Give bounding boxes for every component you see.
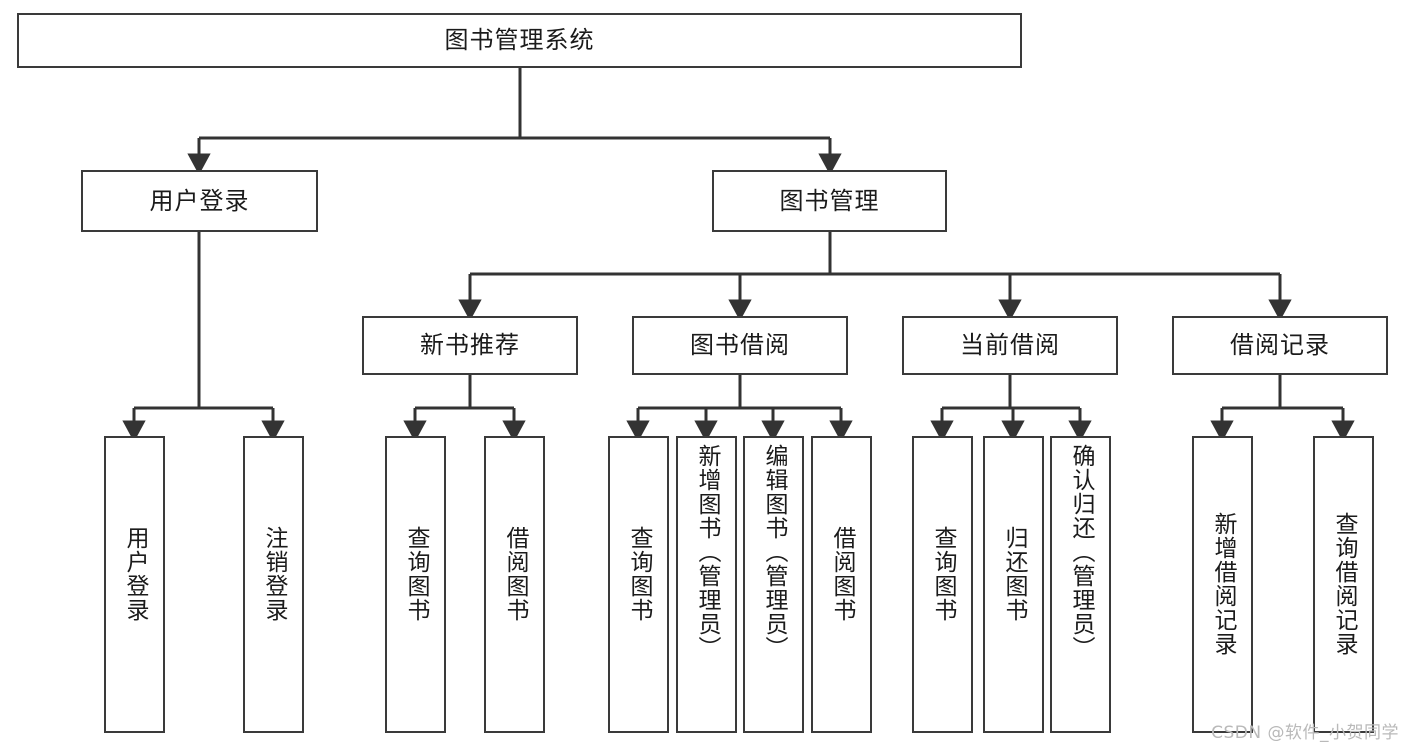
node-label-leaf-confirm-return: 确认归还（管理员） — [1067, 444, 1094, 660]
node-label-current-borrow: 当前借阅 — [960, 331, 1060, 360]
node-label-book-borrow: 图书借阅 — [690, 331, 790, 360]
node-label-new-book-recommend: 新书推荐 — [420, 331, 520, 360]
node-label-borrow-records: 借阅记录 — [1230, 331, 1330, 360]
node-leaf-edit-book[interactable]: 编辑图书（管理员） — [743, 436, 804, 733]
node-label-book-management: 图书管理 — [779, 186, 880, 215]
csdn-watermark: CSDN @软件_小贺同学 — [1211, 723, 1399, 743]
node-label-leaf-query-book-rec: 查询图书 — [402, 526, 429, 622]
node-new-book-recommend[interactable]: 新书推荐 — [362, 316, 578, 375]
node-label-root: 图书管理系统 — [444, 26, 595, 55]
node-leaf-user-login[interactable]: 用户登录 — [104, 436, 165, 733]
node-label-leaf-borrow-book-rec: 借阅图书 — [501, 526, 528, 622]
node-label-leaf-query-record: 查询借阅记录 — [1330, 512, 1357, 656]
node-label-leaf-edit-book: 编辑图书（管理员） — [760, 444, 787, 660]
node-book-management[interactable]: 图书管理 — [712, 170, 947, 232]
node-leaf-borrow-book-rec[interactable]: 借阅图书 — [484, 436, 545, 733]
node-leaf-query-book-borrow[interactable]: 查询图书 — [608, 436, 669, 733]
node-label-leaf-borrow-book: 借阅图书 — [828, 526, 855, 622]
node-label-leaf-user-login: 用户登录 — [121, 526, 148, 622]
node-leaf-query-record[interactable]: 查询借阅记录 — [1313, 436, 1374, 733]
node-label-leaf-query-book-current: 查询图书 — [929, 526, 956, 622]
node-user-login[interactable]: 用户登录 — [81, 170, 318, 232]
node-label-leaf-query-book-borrow: 查询图书 — [625, 526, 652, 622]
node-leaf-add-record[interactable]: 新增借阅记录 — [1192, 436, 1253, 733]
node-leaf-query-book-rec[interactable]: 查询图书 — [385, 436, 446, 733]
node-borrow-records[interactable]: 借阅记录 — [1172, 316, 1388, 375]
node-root[interactable]: 图书管理系统 — [17, 13, 1022, 68]
node-leaf-borrow-book[interactable]: 借阅图书 — [811, 436, 872, 733]
node-label-leaf-logout: 注销登录 — [260, 526, 287, 622]
node-leaf-return-book[interactable]: 归还图书 — [983, 436, 1044, 733]
node-label-user-login: 用户登录 — [149, 186, 250, 215]
node-leaf-add-book[interactable]: 新增图书（管理员） — [676, 436, 737, 733]
node-label-leaf-add-book: 新增图书（管理员） — [693, 444, 720, 660]
node-label-leaf-add-record: 新增借阅记录 — [1209, 512, 1236, 656]
node-leaf-logout[interactable]: 注销登录 — [243, 436, 304, 733]
node-leaf-query-book-current[interactable]: 查询图书 — [912, 436, 973, 733]
node-current-borrow[interactable]: 当前借阅 — [902, 316, 1118, 375]
node-leaf-confirm-return[interactable]: 确认归还（管理员） — [1050, 436, 1111, 733]
node-book-borrow[interactable]: 图书借阅 — [632, 316, 848, 375]
node-label-leaf-return-book: 归还图书 — [1000, 526, 1027, 622]
